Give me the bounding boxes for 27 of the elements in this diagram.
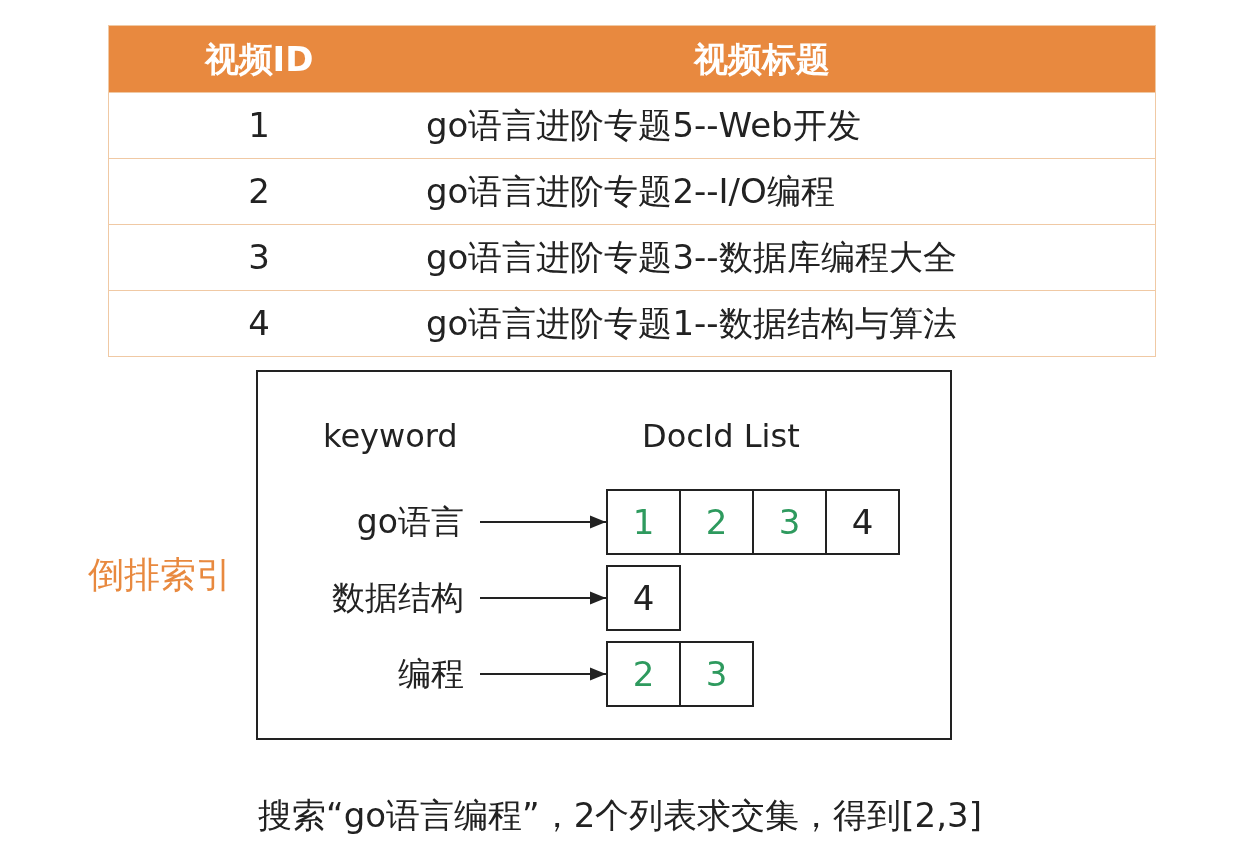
arrow [479,591,607,605]
arrow [479,667,607,681]
column-heading: DocId List [642,416,800,457]
keyword-text: go语言 [356,501,464,544]
table-cell-text: go语言进阶专题2--I/O编程 [426,170,835,213]
doc-id-cell: 3 [679,641,754,707]
caption: 搜索“go语言编程”，2个列表求交集，得到[2,3] [258,794,982,837]
doc-id-cell: 3 [752,489,827,555]
doc-id-cell: 4 [825,489,900,555]
column-heading: keyword [323,416,458,457]
doc-id-cell: 2 [679,489,754,555]
doc-id-cell: 4 [606,565,681,631]
header-cell-text: 视频标题 [694,37,830,81]
index-heading: 倒排索引 [88,553,232,597]
table-cell-text: 2 [247,170,271,213]
table-cell-text: 4 [247,302,271,345]
arrow [479,515,607,529]
header-cell-text: 视频ID [203,37,315,81]
table-cell-text: go语言进阶专题5--Web开发 [426,104,861,147]
keyword-text: 编程 [398,653,464,696]
table-cell-text: go语言进阶专题1--数据结构与算法 [426,302,957,345]
table-cell-text: 3 [247,236,271,279]
table-cell-text: 1 [247,104,271,147]
keyword-text: 数据结构 [332,577,464,620]
doc-id-cell: 2 [606,641,681,707]
table-cell-text: go语言进阶专题3--数据库编程大全 [426,236,957,279]
doc-id-cell: 1 [606,489,681,555]
